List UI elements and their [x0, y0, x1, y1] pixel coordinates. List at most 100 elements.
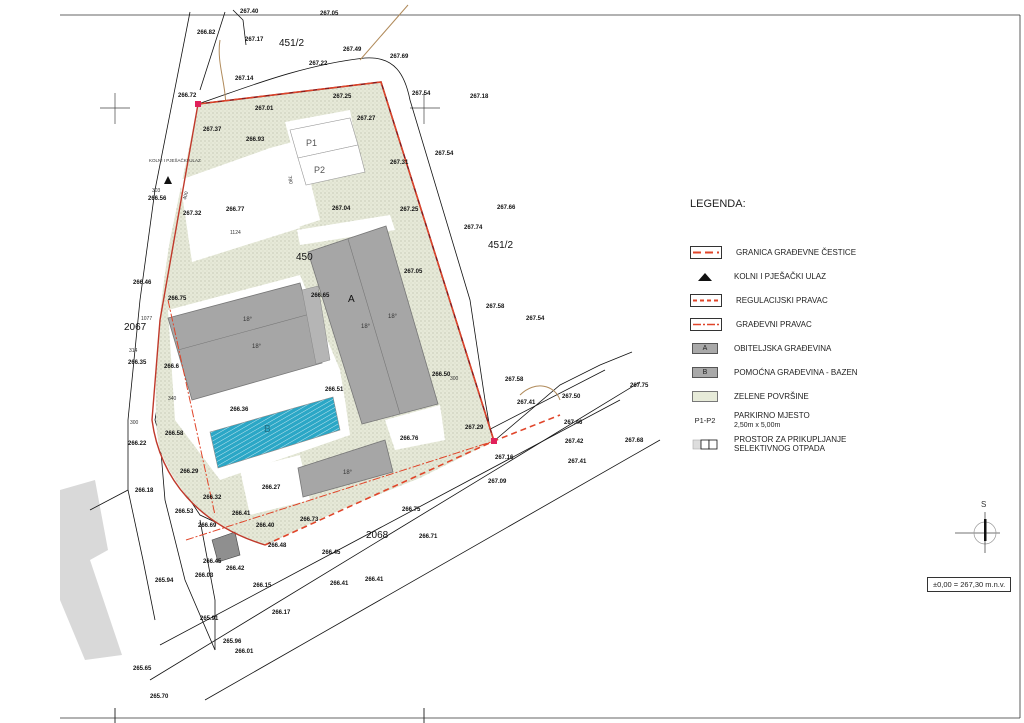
svg-text:780: 780: [286, 175, 293, 184]
svg-text:267.29: 267.29: [465, 425, 484, 431]
dashed-red-line-icon: [690, 245, 722, 259]
svg-text:266.36: 266.36: [230, 407, 249, 413]
house-a-main-wing: [307, 225, 439, 425]
svg-text:267.68: 267.68: [625, 438, 644, 444]
svg-text:266.41: 266.41: [365, 577, 384, 583]
svg-text:266.27: 266.27: [262, 485, 281, 491]
svg-text:266.58: 266.58: [165, 431, 184, 437]
dimension-labels: 303 400 780 1124 1077 314 340 300 300: [129, 175, 459, 426]
building-b-swatch: B: [690, 366, 720, 378]
svg-text:340: 340: [168, 396, 177, 402]
reference-level-note: ±0,00 = 267,30 m.n.v.: [927, 577, 1012, 592]
legend-label: GRANICA GRAĐEVNE ČESTICE: [736, 247, 857, 257]
pool-b: [209, 396, 341, 469]
svg-text:266.75: 266.75: [402, 507, 421, 513]
svg-text:266.72: 266.72: [178, 93, 197, 99]
svg-text:267.54: 267.54: [412, 91, 431, 97]
waste-bins-icon: [690, 439, 720, 450]
svg-text:266.35: 266.35: [128, 360, 147, 366]
svg-text:265.96: 265.96: [223, 639, 242, 645]
drawing-frame: [60, 14, 1021, 723]
legend-item-building-line: GRAĐEVNI PRAVAC: [690, 312, 920, 336]
parking-label-p2: P2: [314, 165, 325, 175]
svg-text:267.05: 267.05: [320, 11, 339, 17]
svg-text:266.18: 266.18: [135, 488, 154, 494]
svg-text:266.15: 266.15: [253, 583, 272, 589]
svg-text:267.41: 267.41: [568, 459, 587, 465]
svg-text:18°: 18°: [388, 314, 398, 320]
svg-text:266.46: 266.46: [133, 280, 152, 286]
svg-text:266.56: 266.56: [148, 196, 167, 202]
legend-label: POMOĆNA GRAĐEVINA - BAZEN: [734, 367, 858, 377]
svg-text:266.03: 266.03: [195, 573, 214, 579]
parking-symbol: P1-P2: [694, 415, 716, 425]
svg-text:267.42: 267.42: [565, 439, 584, 445]
entrance-label: KOLNI I PJEŠAČKI ULAZ: [149, 157, 201, 163]
legend-item-family-building: A OBITELJSKA GRAĐEVINA: [690, 336, 920, 360]
svg-text:266.45: 266.45: [203, 559, 222, 565]
svg-text:267.14: 267.14: [235, 76, 254, 82]
svg-text:267.75: 267.75: [630, 383, 649, 389]
legend-item-entrance: KOLNI I PJEŠAČKI ULAZ: [690, 264, 920, 288]
svg-text:265.65: 265.65: [133, 666, 152, 672]
svg-text:265.91: 265.91: [200, 616, 219, 622]
svg-text:451/2: 451/2: [279, 38, 304, 49]
svg-text:266.48: 266.48: [268, 543, 287, 549]
svg-text:266.51: 266.51: [325, 387, 344, 393]
svg-text:266.77: 266.77: [226, 207, 245, 213]
waste-storage: [211, 531, 241, 563]
svg-text:266.40: 266.40: [256, 523, 275, 529]
roof-slopes: 18° 18° 18° 18° 18°: [243, 314, 398, 476]
legend: LEGENDA: GRANICA GRAĐEVNE ČESTICE KOLNI …: [690, 198, 920, 456]
svg-text:266.41: 266.41: [232, 511, 251, 517]
svg-text:267.31: 267.31: [390, 160, 409, 166]
svg-text:267.50: 267.50: [562, 394, 581, 400]
svg-text:266.71: 266.71: [419, 534, 438, 540]
grid-crosses: [100, 93, 1000, 534]
svg-text:2068: 2068: [366, 530, 389, 541]
svg-text:267.25: 267.25: [400, 207, 419, 213]
legend-item-auxiliary-building: B POMOĆNA GRAĐEVINA - BAZEN: [690, 360, 920, 384]
building-a-swatch: A: [690, 342, 720, 354]
legend-item-parcel-boundary: GRANICA GRAĐEVNE ČESTICE: [690, 240, 920, 264]
svg-text:267.41: 267.41: [517, 400, 536, 406]
green-hatch-swatch: [690, 390, 720, 402]
svg-text:2067: 2067: [124, 322, 147, 333]
svg-text:400: 400: [182, 191, 190, 201]
north-arrow-icon: [973, 512, 997, 553]
legend-label: PROSTOR ZA PRIKUPLJANJE: [734, 435, 847, 444]
svg-text:266.53: 266.53: [175, 509, 194, 515]
svg-text:265.70: 265.70: [150, 694, 169, 700]
building-a-label: A: [348, 294, 355, 305]
svg-text:266.76: 266.76: [400, 436, 419, 442]
svg-text:267.40: 267.40: [240, 9, 259, 15]
svg-text:266.82: 266.82: [197, 30, 216, 36]
parcel-boundary-west: [151, 103, 266, 546]
svg-text:266.17: 266.17: [272, 610, 291, 616]
svg-text:267.54: 267.54: [526, 316, 545, 322]
svg-text:266.29: 266.29: [180, 469, 199, 475]
auxiliary-block: [297, 439, 394, 498]
svg-text:18°: 18°: [252, 344, 262, 350]
building-line: [167, 299, 495, 541]
svg-text:266.73: 266.73: [300, 517, 319, 523]
svg-text:267.37: 267.37: [203, 127, 222, 133]
legend-label: OBITELJSKA GRAĐEVINA: [734, 343, 832, 353]
svg-text:267.25: 267.25: [333, 94, 352, 100]
svg-text:267.18: 267.18: [470, 94, 489, 100]
boundary-corner-marker: [195, 101, 201, 107]
dash-dot-red-line-icon: [690, 317, 722, 331]
svg-text:450: 450: [296, 252, 313, 263]
svg-text:266.69: 266.69: [198, 523, 217, 529]
pool-b-label: B: [264, 424, 271, 435]
svg-text:266.01: 266.01: [235, 649, 254, 655]
parking-spaces: [289, 117, 366, 186]
legend-label: REGULACIJSKI PRAVAC: [736, 295, 828, 305]
legend-label: KOLNI I PJEŠAČKI ULAZ: [734, 271, 827, 281]
svg-text:266.45: 266.45: [322, 550, 341, 556]
svg-text:267.32: 267.32: [183, 211, 202, 217]
svg-text:266.42: 266.42: [226, 566, 245, 572]
svg-text:267.74: 267.74: [464, 225, 483, 231]
svg-text:451/2: 451/2: [488, 240, 513, 251]
